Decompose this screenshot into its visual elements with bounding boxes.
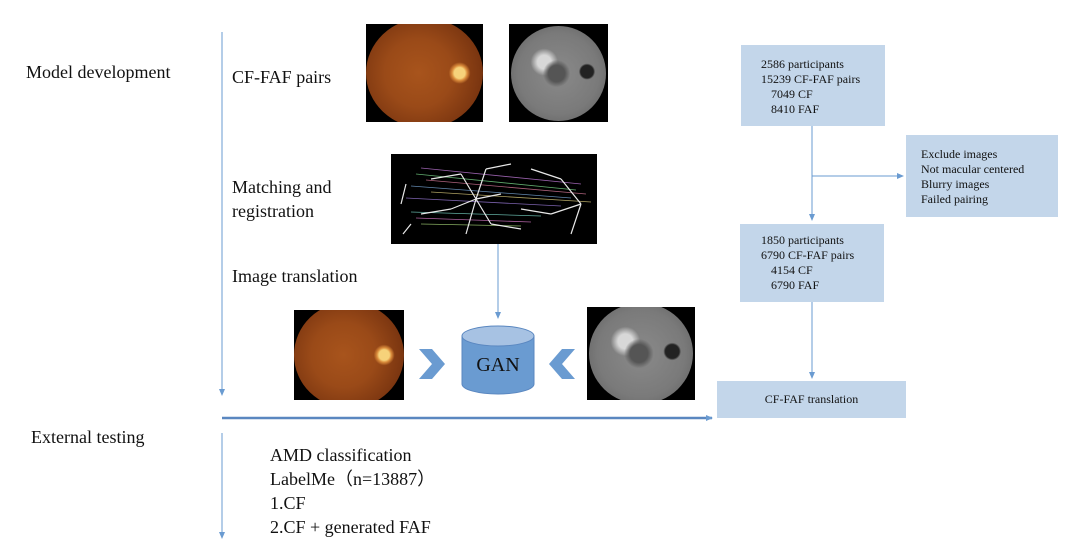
flow-box-line: 4154 CF (771, 263, 813, 277)
flow-box-exclusion-criteria: Exclude images Not macular centered Blur… (906, 135, 1058, 217)
flow-box-line: 7049 CF (771, 87, 813, 101)
faf-image-top (509, 24, 608, 122)
flow-box-line: Failed pairing (921, 192, 988, 206)
flow-box-line: 6790 CF-FAF pairs (761, 248, 855, 262)
step-label-cf-faf-pairs: CF-FAF pairs (232, 67, 332, 87)
flow-box-translation: CF-FAF translation (717, 381, 906, 418)
flow-box-line: 2586 participants (761, 57, 844, 71)
external-testing-details: AMD classification LabelMe（n=13887） 1.CF… (270, 443, 435, 539)
chevron-right-icon (419, 349, 445, 379)
step-label-matching-registration: Matching and registration (232, 175, 331, 223)
flow-box-line: Blurry images (921, 177, 990, 191)
external-testing-line: LabelMe（n=13887） (270, 469, 436, 489)
flow-box-line: 6790 FAF (771, 278, 820, 292)
chevron-left-icon (549, 349, 575, 379)
step-label-line: Matching and (232, 177, 332, 197)
flow-box-final-dataset: 1850 participants 6790 CF-FAF pairs 4154… (740, 224, 884, 302)
external-testing-line: AMD classification (270, 445, 412, 465)
flow-box-line: Exclude images (921, 147, 998, 161)
external-testing-line: 1.CF (270, 493, 306, 513)
cf-image-top (366, 24, 483, 122)
flow-box-line: 1850 participants (761, 233, 844, 247)
flow-box-line: 15239 CF-FAF pairs (761, 72, 861, 86)
cf-image-bottom (294, 310, 404, 400)
step-label-image-translation: Image translation (232, 266, 358, 286)
stage-label-model-development: Model development (26, 62, 171, 82)
flow-box-line: 8410 FAF (771, 102, 820, 116)
stage-label-external-testing: External testing (31, 427, 145, 447)
flow-box-translation-label: CF-FAF translation (764, 392, 859, 406)
flow-box-initial-dataset: 2586 participants 15239 CF-FAF pairs 704… (741, 45, 885, 126)
external-testing-line: 2.CF + generated FAF (270, 517, 431, 537)
vessel-matching-graphic (400, 163, 592, 235)
step-label-line: registration (232, 201, 314, 221)
registration-image (391, 154, 597, 244)
gan-cylinder-icon (461, 325, 535, 395)
flow-box-line: Not macular centered (921, 162, 1025, 176)
gan-label: GAN (476, 354, 520, 376)
faf-image-bottom (587, 307, 695, 400)
